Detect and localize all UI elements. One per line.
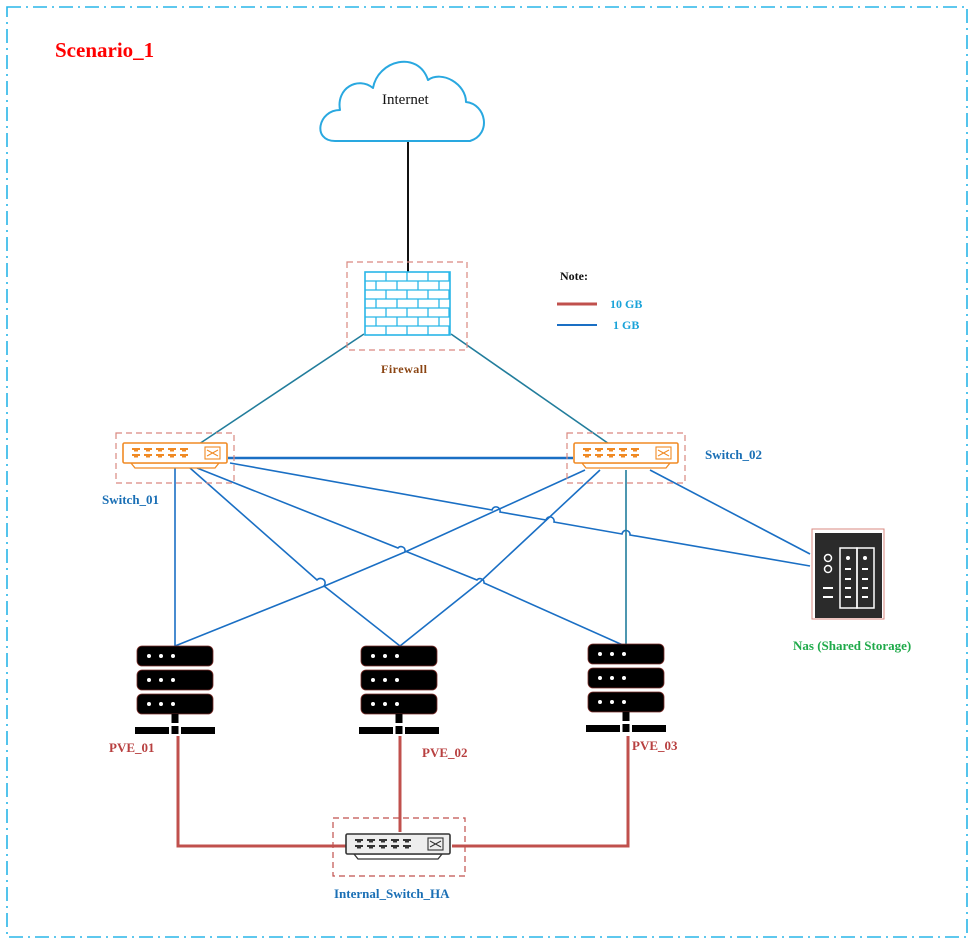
legend-1gb-label: 1 GB bbox=[613, 318, 640, 332]
link-switch01-pve03 bbox=[196, 467, 626, 647]
ha-switch-selection-box bbox=[332, 817, 466, 877]
firewall-brick-icon bbox=[364, 271, 451, 336]
internal-switch-ha-node[interactable] bbox=[332, 817, 466, 877]
switch02-node[interactable] bbox=[566, 432, 686, 484]
switch01-node[interactable] bbox=[115, 432, 235, 484]
link-firewall-switch01 bbox=[195, 333, 365, 447]
link-switch02-pve02 bbox=[399, 469, 601, 647]
cloud-icon bbox=[319, 60, 485, 142]
internal-switch-ha-label: Internal_Switch_HA bbox=[334, 886, 450, 901]
links bbox=[174, 141, 811, 848]
switch02-label: Switch_02 bbox=[705, 447, 763, 462]
server-rack-icon bbox=[135, 645, 215, 734]
legend bbox=[557, 302, 597, 326]
nas-label: Nas (Shared Storage) bbox=[793, 638, 912, 653]
link-switch02-nas bbox=[649, 469, 811, 555]
firewall-label: Firewall bbox=[381, 362, 428, 376]
diagram-frame bbox=[6, 6, 968, 938]
pve01-node[interactable] bbox=[135, 645, 215, 734]
diagram-title: Scenario_1 bbox=[55, 38, 155, 62]
link-switch01-nas bbox=[229, 462, 811, 567]
internet-node[interactable] bbox=[319, 60, 485, 142]
link-switch02-pve01 bbox=[174, 469, 586, 647]
link-firewall-switch02 bbox=[450, 333, 613, 447]
switch01-selection-box bbox=[115, 432, 235, 484]
link-pve01-ha bbox=[176, 736, 352, 848]
pve02-label: PVE_02 bbox=[422, 745, 468, 760]
network-switch-icon bbox=[345, 833, 451, 860]
firewall-node[interactable] bbox=[346, 261, 468, 351]
server-rack-icon bbox=[586, 643, 666, 732]
link-pve03-ha bbox=[452, 736, 630, 848]
legend-title: Note: bbox=[560, 269, 588, 283]
network-switch-icon bbox=[573, 442, 679, 469]
nas-storage-icon bbox=[815, 533, 882, 618]
pve02-node[interactable] bbox=[359, 645, 439, 734]
nas-node[interactable] bbox=[811, 528, 885, 620]
server-rack-icon bbox=[359, 645, 439, 734]
switch02-selection-box bbox=[566, 432, 686, 484]
pve01-label: PVE_01 bbox=[109, 740, 155, 755]
firewall-selection-box bbox=[346, 261, 468, 351]
pve03-label: PVE_03 bbox=[632, 738, 678, 753]
legend-10gb-label: 10 GB bbox=[610, 297, 643, 311]
switch01-label: Switch_01 bbox=[102, 492, 160, 507]
link-switch01-pve02 bbox=[189, 467, 401, 647]
network-switch-icon bbox=[122, 442, 228, 469]
internet-label: Internet bbox=[382, 92, 429, 108]
pve03-node[interactable] bbox=[586, 643, 666, 732]
